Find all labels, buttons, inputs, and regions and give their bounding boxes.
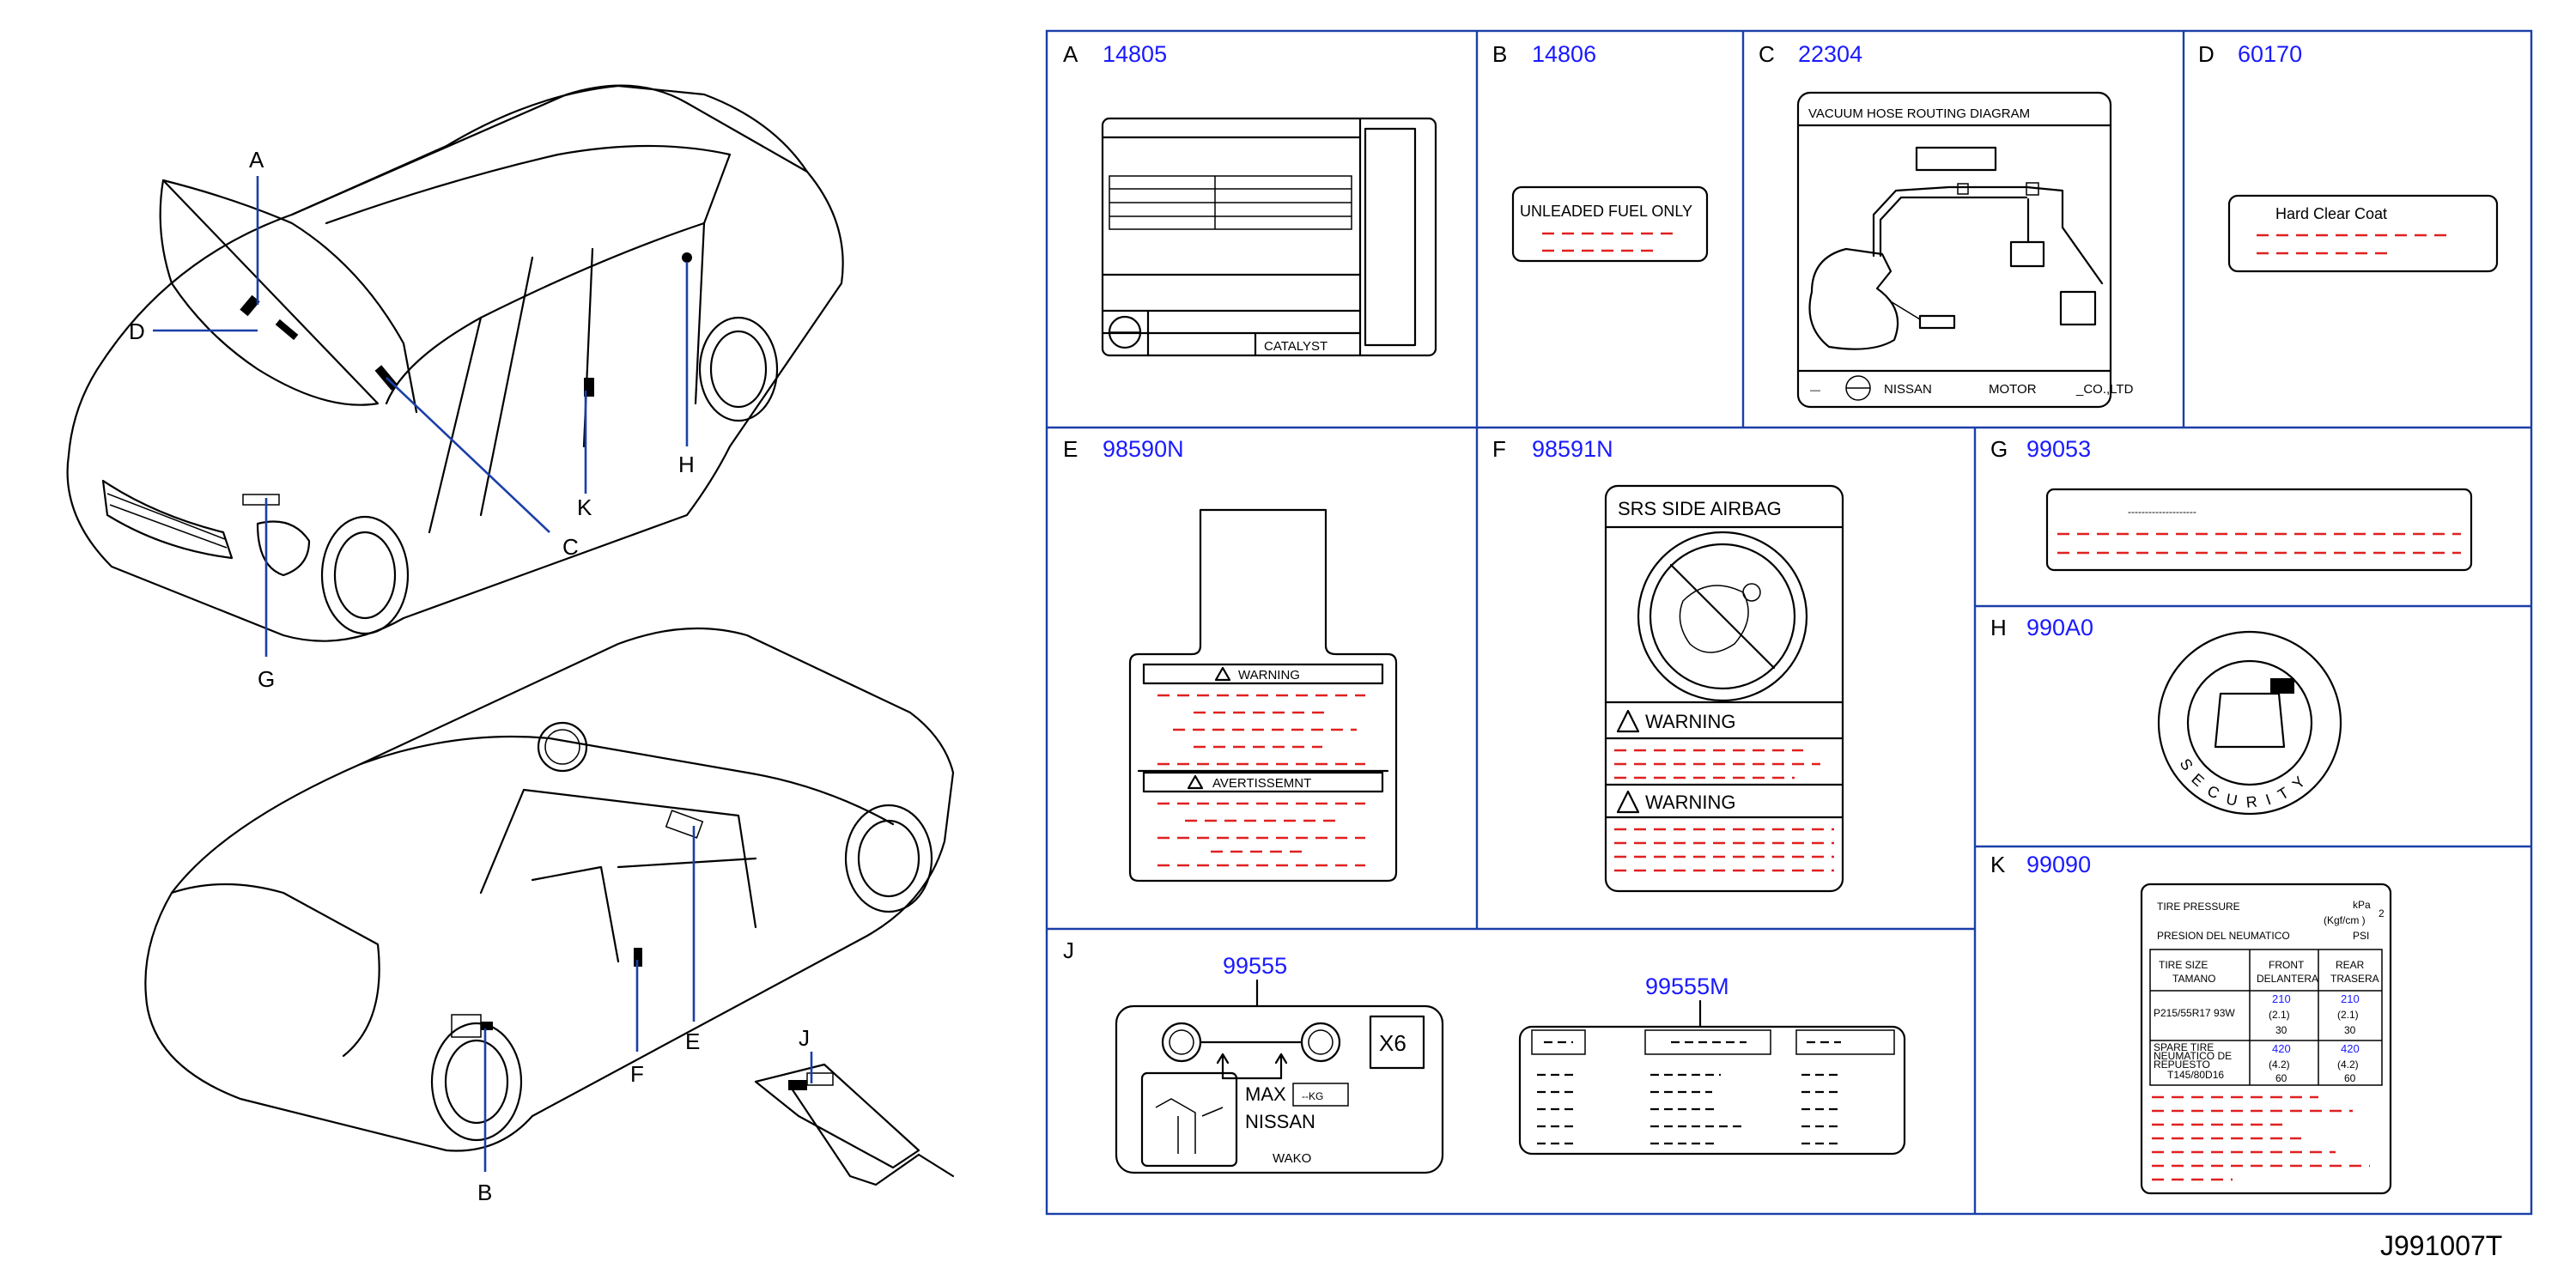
cell-h-part-number: 990A0 xyxy=(2026,615,2093,640)
cell-k-part-number: 99090 xyxy=(2026,852,2091,877)
cell-j-letter: J xyxy=(1063,937,1074,963)
nissan-text: NISSAN xyxy=(1245,1111,1315,1132)
row2-size-3: REPUESTO xyxy=(2154,1059,2210,1071)
cell-b-letter: B xyxy=(1492,41,1507,67)
cell-d-letter: D xyxy=(2198,41,2215,67)
vacuum-footer-nissan: NISSAN xyxy=(1884,382,1932,397)
cell-e-part-number: 98590N xyxy=(1103,436,1184,462)
label-a-graphic: CATALYST xyxy=(1101,117,1437,357)
cell-e: E 98590N WARNING AVERTISSEMNT xyxy=(1063,436,1398,883)
max-text: MAX xyxy=(1245,1083,1286,1105)
callout-c: C xyxy=(562,534,579,560)
catalyst-text: CATALYST xyxy=(1264,339,1327,354)
cell-d-part-number: 60170 xyxy=(2238,41,2302,67)
cell-g-part-number: 99053 xyxy=(2026,436,2091,462)
row2-front-kgf: (4.2) xyxy=(2269,1059,2290,1071)
row2-rear-kgf: (4.2) xyxy=(2337,1059,2359,1071)
cell-g-letter: G xyxy=(1990,436,2008,462)
row2-rear-psi: 60 xyxy=(2344,1072,2356,1084)
tire-pressure-title: TIRE PRESSURE xyxy=(2157,901,2240,913)
row1-front-kgf: (2.1) xyxy=(2269,1009,2290,1021)
car-rear-view xyxy=(144,627,955,1152)
vacuum-hose-graphic xyxy=(1808,146,2104,350)
cell-b-part-number: 14806 xyxy=(1532,41,1596,67)
row1-front-psi: 30 xyxy=(2275,1024,2287,1036)
row2-size-4: T145/80D16 xyxy=(2167,1069,2224,1081)
cell-h-letter: H xyxy=(1990,615,2007,640)
cell-a: A 14805 CATALYST xyxy=(1063,41,1437,357)
cell-c-letter: C xyxy=(1759,41,1775,67)
svg-text:—: — xyxy=(1810,384,1820,396)
cell-b: B 14806 UNLEADED FUEL ONLY xyxy=(1492,41,1709,263)
cell-d: D 60170 Hard Clear Coat xyxy=(2198,41,2499,273)
cell-h: H 990A0 SECURITY xyxy=(1990,615,2342,816)
cell-c-part-number: 22304 xyxy=(1798,41,1862,67)
cell-a-part-number: 14805 xyxy=(1103,41,1167,67)
labels-grid xyxy=(1045,29,2533,1216)
col-size-2: TAMANO xyxy=(2172,973,2215,985)
col-front-2: DELANTERA xyxy=(2257,973,2318,985)
unit-sup: 2 xyxy=(2379,907,2385,919)
col-rear-2: TRASERA xyxy=(2330,973,2379,985)
row1-rear-kgf: (2.1) xyxy=(2337,1009,2359,1021)
row1-front-kpa: 210 xyxy=(2272,992,2291,1005)
row2-size-1: SPARE TIRE xyxy=(2154,1041,2214,1053)
f-warning-1: WARNING xyxy=(1645,711,1736,732)
callout-h: H xyxy=(678,452,695,477)
srs-title: SRS SIDE AIRBAG xyxy=(1618,498,1782,519)
row2-front-kpa: 420 xyxy=(2272,1042,2291,1055)
row1-rear-kpa: 210 xyxy=(2341,992,2360,1005)
wako-text: WAKO xyxy=(1273,1151,1311,1166)
row1-rear-psi: 30 xyxy=(2344,1024,2356,1036)
callout-g: G xyxy=(258,666,275,692)
cell-g: G 99053 -------------------- xyxy=(1990,436,2473,572)
callout-d: D xyxy=(129,318,145,344)
unleaded-text: UNLEADED FUEL ONLY xyxy=(1520,203,1692,220)
callout-letters: A D C G K H B F E J xyxy=(129,147,810,1205)
col-size-1: TIRE SIZE xyxy=(2159,959,2208,971)
callout-k: K xyxy=(577,494,592,520)
e-avertissement-text: AVERTISSEMNT xyxy=(1212,776,1311,791)
cell-j-part-number-2: 99555M xyxy=(1645,974,1729,999)
callout-j: J xyxy=(799,1025,810,1051)
callout-b: B xyxy=(477,1180,492,1205)
vacuum-title: VACUUM HOSE ROUTING DIAGRAM xyxy=(1808,106,2030,121)
row2-size-2: NEUMATICO DE xyxy=(2154,1050,2232,1062)
cell-f: F 98591N SRS SIDE AIRBAG WARNING WARNING xyxy=(1492,436,1844,893)
cell-e-letter: E xyxy=(1063,436,1078,462)
callout-a: A xyxy=(249,147,264,173)
cell-k-letter: K xyxy=(1990,852,2006,877)
car-front-view xyxy=(66,84,844,642)
kg-text: --KG xyxy=(1302,1090,1323,1102)
cell-c: C 22304 VACUUM HOSE ROUTING DIAGRAM — NI… xyxy=(1759,41,2134,409)
unit-psi: PSI xyxy=(2353,930,2369,942)
f-warning-2: WARNING xyxy=(1645,792,1736,813)
unit-kpa: kPa xyxy=(2353,899,2371,911)
col-front-1: FRONT xyxy=(2269,959,2305,971)
g-dots: -------------------- xyxy=(2128,506,2196,518)
unit-kgf: (Kgf/cm ) xyxy=(2324,914,2366,926)
col-rear-1: REAR xyxy=(2336,959,2365,971)
callout-f: F xyxy=(630,1061,644,1087)
hard-clear-coat-text: Hard Clear Coat xyxy=(2275,205,2387,222)
cell-k: K 99090 TIRE PRESSURE kPa (Kgf/cm ) 2 PR… xyxy=(1990,852,2392,1195)
cell-a-letter: A xyxy=(1063,41,1078,67)
cell-j-part-number-1: 99555 xyxy=(1223,953,1287,979)
callout-e: E xyxy=(685,1028,700,1054)
callout-leaders xyxy=(153,176,813,1172)
cell-f-letter: F xyxy=(1492,436,1506,462)
tire-pressure-subtitle: PRESION DEL NEUMATICO xyxy=(2157,930,2290,942)
vacuum-footer-co: _CO.,LTD xyxy=(2075,382,2134,397)
x6-text: X6 xyxy=(1379,1030,1406,1056)
row2-front-psi: 60 xyxy=(2275,1072,2287,1084)
row2-rear-kpa: 420 xyxy=(2341,1042,2360,1055)
jack-tool xyxy=(754,1063,955,1186)
cell-f-part-number: 98591N xyxy=(1532,436,1613,462)
e-warning-text: WARNING xyxy=(1238,668,1300,682)
vacuum-footer-motor: MOTOR xyxy=(1989,382,2037,397)
row1-size: P215/55R17 93W xyxy=(2154,1007,2235,1019)
diagram-code: J991007T xyxy=(2380,1230,2502,1261)
cell-j: J 99555 X6 MAX --KG NISSAN WAKO 99555M xyxy=(1063,937,1906,1174)
